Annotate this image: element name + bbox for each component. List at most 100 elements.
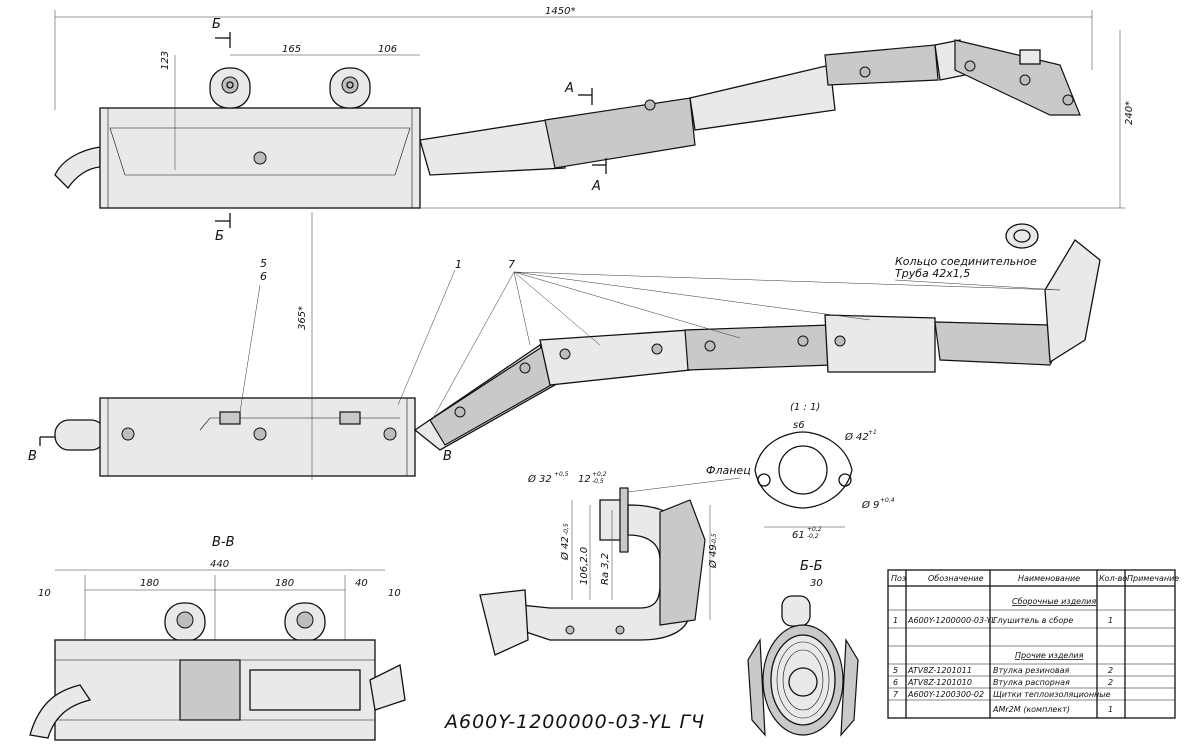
section-bb-label: Б-Б	[800, 559, 823, 574]
cut-mark-a-bottom: А	[591, 179, 601, 194]
dim-vv-40: 40	[355, 578, 368, 589]
dim-bb-30: 30	[810, 578, 823, 589]
callout-ring-line2: Труба 42х1,5	[895, 267, 970, 280]
bom-row-1-pos: 1	[893, 616, 898, 625]
shield-seg-1	[544, 97, 696, 169]
shield-riser	[1044, 239, 1101, 364]
dim-pipe-42: Ø 42	[559, 536, 571, 561]
flange-bore	[778, 445, 828, 495]
dim-165: 165	[282, 44, 301, 55]
bushing-right	[339, 411, 361, 425]
section-vv: В-В 440 180 180 40 10 10	[29, 535, 406, 741]
dim-pipe-49-tol: -0,5	[711, 533, 718, 545]
bom-row-3-code: ATV8Z-1201011	[907, 666, 972, 675]
bom-table: Поз Обозначение Наименование Кол-во Прим…	[887, 569, 1179, 719]
dim-365: 365*	[297, 306, 308, 330]
bom-row-5-pos: 7	[893, 690, 899, 699]
bom-row-6-name: AMr2M (комплект)	[992, 705, 1070, 714]
dim-pipe-42-tol: -0,5	[563, 523, 570, 535]
bom-row-1-qty: 1	[1108, 616, 1113, 625]
dim-pipe-32-tol: +0,5	[554, 471, 569, 478]
bom-row-4-name: Втулка распорная	[993, 678, 1070, 687]
bom-header-note: Примечание	[1127, 574, 1179, 583]
bom-header-qty: Кол-во	[1099, 574, 1127, 583]
dim-pipe-49: Ø 49	[707, 544, 719, 569]
dim-flange-61-tol-dn: -0,2	[807, 533, 819, 540]
dim-flange-61: 61	[792, 530, 805, 541]
cut-mark-a-top: А	[564, 81, 574, 96]
dim-123: 123	[160, 51, 171, 70]
dim-total-length: 1450*	[545, 6, 575, 17]
dim-pipe-12-tol-dn: -0,5	[592, 478, 604, 485]
bom-row-1-code: A600Y-1200000-03-YL	[907, 616, 996, 625]
bom-row-3-name: Втулка резиновая	[993, 666, 1069, 675]
bom-row-4-pos: 6	[893, 678, 898, 687]
bb-pipe	[788, 667, 818, 697]
dim-flange-s6: s6	[793, 420, 805, 431]
shield-seg-3	[824, 44, 939, 86]
scale-label: (1 : 1)	[790, 402, 820, 413]
dim-height: 240*	[1124, 101, 1135, 125]
dim-flange-61-tol-up: +0,2	[807, 526, 822, 533]
dim-pipe-32: Ø 32	[527, 473, 552, 485]
flange-side	[1005, 223, 1039, 249]
dim-flange-9: Ø 9	[861, 499, 879, 511]
cut-mark-b-bottom: Б	[215, 229, 224, 244]
shield-seg-4	[954, 39, 1081, 116]
callout-flange: Фланец	[706, 464, 751, 477]
side-view: В В 365* 1 5 6 7 Кольцо соединительное Т…	[28, 212, 1101, 480]
cut-mark-b-top: Б	[212, 17, 221, 32]
flange-top	[1019, 49, 1041, 65]
shield-rise	[429, 344, 561, 446]
drawing-title: A600Y-1200000-03-YL ГЧ	[443, 711, 705, 733]
dim-pipe-12-tol-up: +0,2	[592, 471, 607, 478]
dim-pipe-ra: Ra 3,2	[600, 553, 611, 585]
section-vv-label: В-В	[212, 535, 235, 550]
bom-header-code: Обозначение	[928, 574, 984, 583]
cut-mark-v-left: В	[28, 449, 37, 464]
bom-row-1-name: Глушитель в сборе	[993, 616, 1073, 625]
bom-header-name: Наименование	[1018, 574, 1080, 583]
bom-row-3-qty: 2	[1108, 666, 1113, 675]
callout-6: 6	[260, 270, 267, 283]
heat-shield-top	[109, 127, 411, 176]
pipe-detail: Ø 32 +0,5 12 +0,2 -0,5 Ø 42 -0,5 106,2.0…	[479, 464, 751, 656]
bom-row-5-name: Щитки теплоизоляционные	[993, 690, 1111, 699]
pipe-seg-1	[419, 117, 566, 176]
bom-row-0-name: Сборочные изделия	[1012, 597, 1096, 606]
tailpipe-top	[54, 146, 101, 190]
dim-vv-180a: 180	[140, 578, 159, 589]
top-view: 1450* 240* 165 106 123 Б Б А А	[54, 6, 1135, 244]
dim-vv-440: 440	[210, 559, 229, 570]
dim-pipe-12: 12	[578, 474, 591, 485]
dim-flange-42-tol: +1	[868, 429, 877, 436]
callout-5: 5	[260, 257, 267, 270]
callout-7: 7	[508, 258, 515, 271]
dim-vv-180b: 180	[275, 578, 294, 589]
callout-ring-line1: Кольцо соединительное	[895, 255, 1037, 268]
bom-row-3-pos: 5	[893, 666, 898, 675]
shield-end	[934, 321, 1061, 366]
dim-flange-42: Ø 42	[844, 431, 869, 443]
bom-header-pos: Поз	[891, 574, 906, 583]
flange-detail	[619, 487, 629, 553]
cut-mark-v-right: В	[443, 449, 452, 464]
bom-row-5-code: A600Y-1200300-02	[907, 690, 984, 699]
tailpipe-side	[54, 419, 106, 451]
shield-seg-2	[689, 64, 836, 131]
dim-106: 106	[378, 44, 397, 55]
callout-1: 1	[455, 258, 462, 271]
bom-row-4-code: ATV8Z-1201010	[907, 678, 972, 687]
dim-vv-10b: 10	[388, 588, 401, 599]
shield-mid-3	[824, 314, 936, 373]
dim-vv-10a: 10	[38, 588, 51, 599]
bom-row-2-name: Прочие изделия	[1015, 651, 1084, 660]
dim-flange-9-tol: +0,4	[880, 497, 895, 504]
flange-outline	[754, 431, 853, 509]
bom-row-4-qty: 2	[1108, 678, 1113, 687]
dim-pipe-106: 106,2.0	[579, 547, 590, 585]
bom-row-6-qty: 1	[1108, 705, 1113, 714]
flange-view: (1 : 1) s6 Ø 42 +1 Ø 9 +0,4 61 +0,2 -0,2	[754, 402, 895, 541]
section-bb: Б-Б 30	[747, 559, 859, 737]
